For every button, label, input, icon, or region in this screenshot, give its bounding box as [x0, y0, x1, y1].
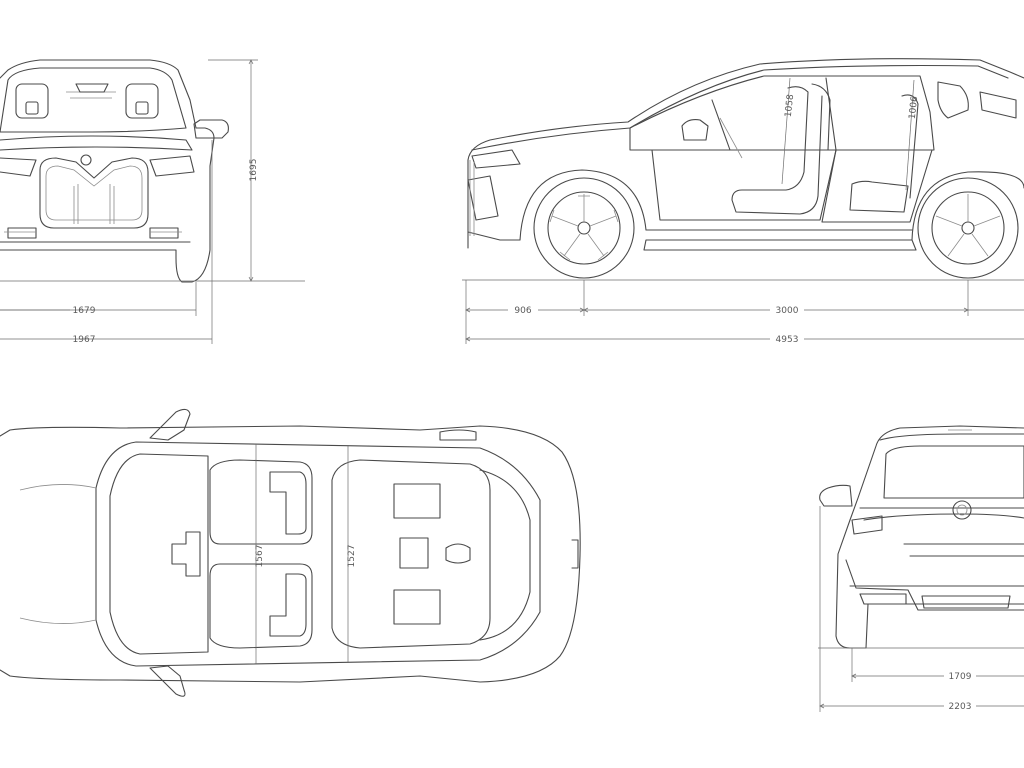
side-view: 1058 1006 906 3000 4953: [462, 58, 1024, 345]
rear-shoulder-label: 1527: [347, 545, 357, 568]
wheelbase-label: 3000: [776, 306, 799, 316]
front-view: 1695 1679 1967: [0, 59, 305, 345]
length-label: 4953: [776, 335, 799, 345]
rear-headroom-label: 1006: [908, 96, 920, 120]
rear-width-label: 2203: [949, 702, 972, 712]
rear-view: 1709 2203: [818, 425, 1024, 712]
front-overhang-label: 906: [514, 306, 531, 316]
front-headroom-label: 1058: [784, 94, 796, 118]
top-view: 1567 1527: [0, 408, 581, 697]
front-height-label: 1695: [249, 159, 259, 182]
front-shoulder-label: 1567: [255, 545, 265, 568]
front-width-label: 1967: [73, 335, 96, 345]
front-track-label: 1679: [73, 306, 96, 316]
rear-track-label: 1709: [949, 672, 972, 682]
